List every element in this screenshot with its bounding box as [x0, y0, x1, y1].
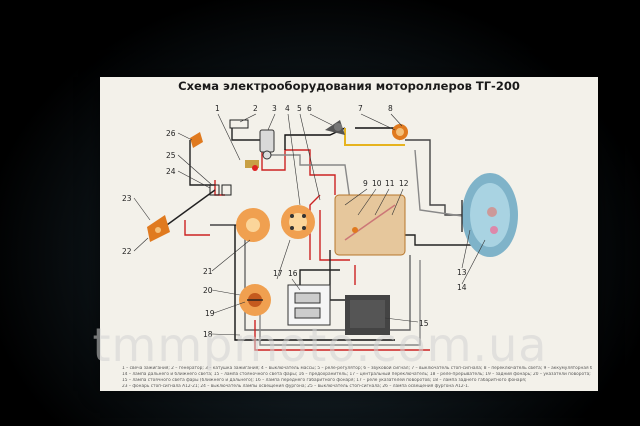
label-13: 13 [457, 268, 467, 277]
label-6: 6 [307, 104, 312, 113]
label-3: 3 [272, 104, 277, 113]
label-11: 11 [385, 179, 395, 188]
central-switch [281, 205, 315, 239]
ignition-coil [259, 129, 275, 160]
battery [345, 295, 390, 335]
label-22: 22 [122, 247, 132, 256]
diagram-title: Схема электрооборудования мотороллеров Т… [178, 79, 520, 93]
label-7: 7 [358, 104, 363, 113]
ignition-switch [236, 208, 270, 242]
label-20: 20 [203, 286, 213, 295]
label-18: 18 [203, 330, 213, 339]
headlight [462, 173, 518, 257]
label-14: 14 [457, 283, 467, 292]
label-16: 16 [288, 269, 298, 278]
label-5: 5 [297, 104, 302, 113]
fuse-block [287, 284, 331, 326]
label-17: 17 [273, 269, 283, 278]
label-25: 25 [166, 151, 176, 160]
label-4: 4 [285, 104, 290, 113]
brake-light-switch [392, 124, 408, 140]
legend-line-4: 23 – фонарь стоп-сигнала А12-21; 24 – вы… [122, 384, 470, 389]
watermark: tmmpmoto.com.ua [92, 318, 548, 372]
label-8: 8 [388, 104, 393, 113]
horn [325, 120, 345, 135]
component-labels: 1 2 3 4 5 6 7 8 9 10 11 12 13 14 15 16 1… [122, 104, 467, 339]
label-2: 2 [253, 104, 258, 113]
turn-signal-left [147, 215, 170, 242]
label-9: 9 [363, 179, 368, 188]
label-21: 21 [203, 267, 213, 276]
legend-line-3: 15 – лампа стоячного света фары (ближнег… [122, 378, 527, 383]
label-15: 15 [419, 319, 429, 328]
label-1: 1 [215, 104, 220, 113]
switch-pair [209, 184, 232, 196]
spark-plug [245, 160, 259, 171]
label-23: 23 [122, 194, 132, 203]
legend-line-2: 14 – лампа дальнего и ближнего света; 15… [122, 372, 592, 377]
regulator-relay [334, 194, 406, 256]
label-10: 10 [372, 179, 382, 188]
rear-light [239, 284, 271, 316]
label-12: 12 [399, 179, 409, 188]
legend-line-1: 1 – свеча зажигания; 2 – генератор; 3 – … [122, 366, 592, 371]
leader-lines [133, 113, 486, 336]
generator [229, 119, 249, 129]
van-light [190, 132, 203, 148]
label-26: 26 [166, 129, 176, 138]
label-19: 19 [205, 309, 215, 318]
label-24: 24 [166, 167, 176, 176]
